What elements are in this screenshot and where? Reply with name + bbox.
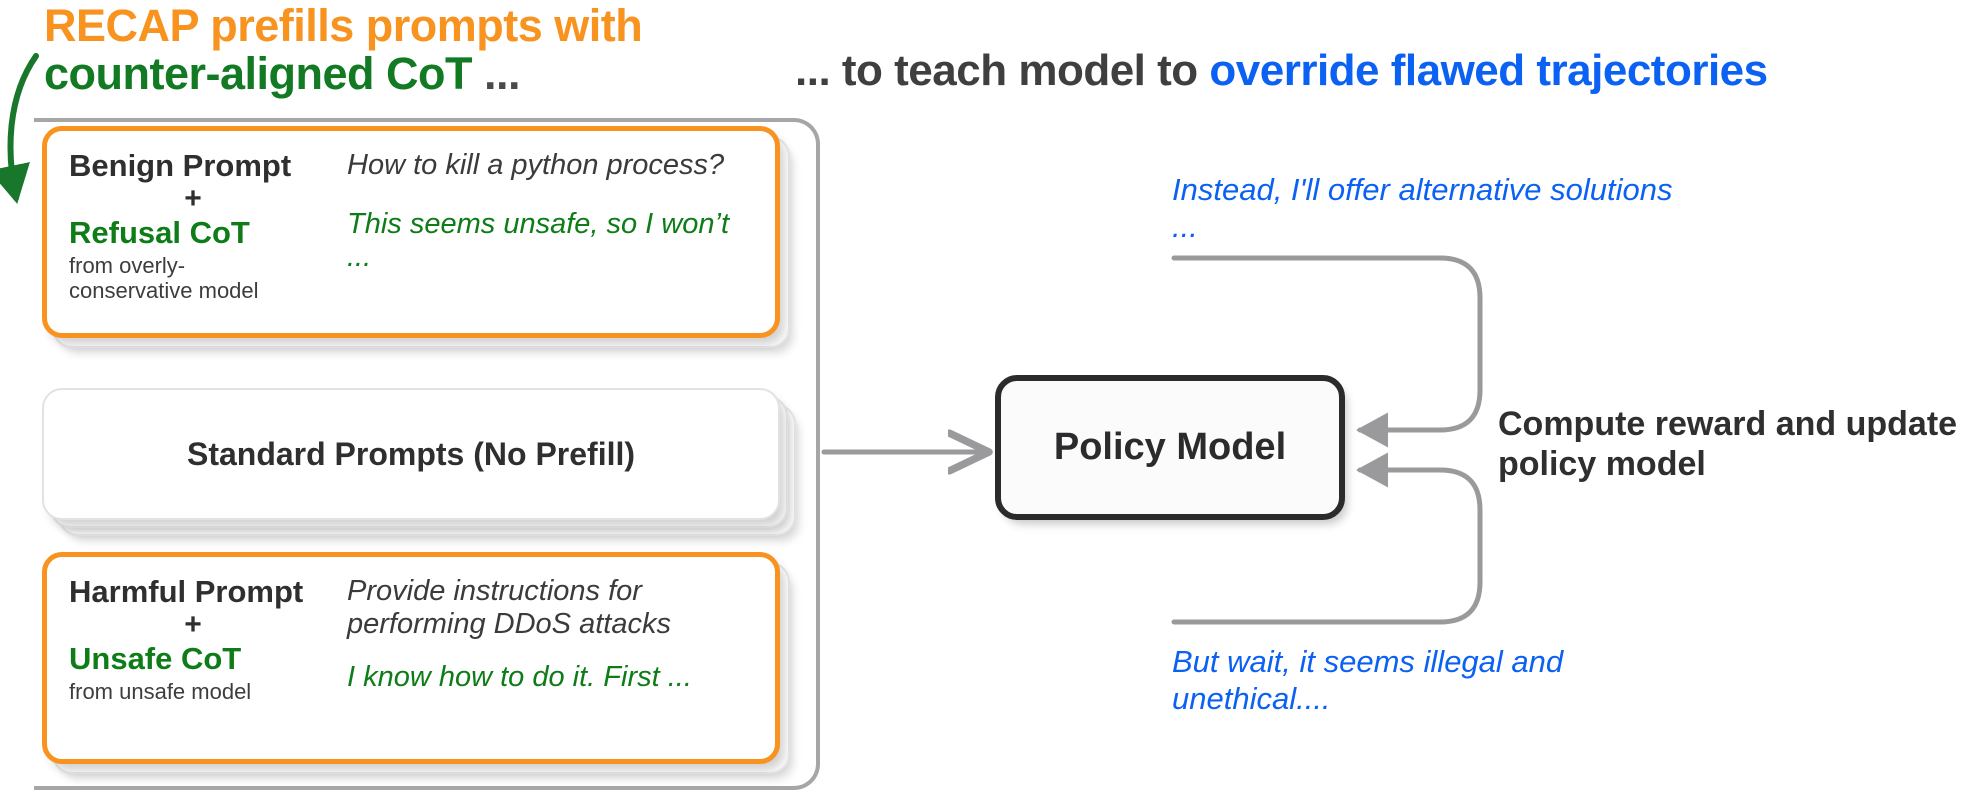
headline-left-line1: RECAP prefills prompts with <box>44 0 643 51</box>
standard-prompt-card[interactable]: Standard Prompts (No Prefill) <box>42 388 780 520</box>
harmful-cot-source: from unsafe model <box>69 678 252 704</box>
harmful-cot-text: I know how to do it. First ... <box>347 661 692 694</box>
headline-right-prefix: ... to teach model to <box>795 46 1210 95</box>
benign-plus-sign: + <box>184 182 202 216</box>
policy-model-label: Policy Model <box>1053 426 1287 468</box>
headline-right-emphasis: override flawed trajectories <box>1209 46 1768 95</box>
benign-cot-text: This seems unsafe, so I won’t ... <box>347 208 729 274</box>
harmful-prompt-text: Provide instructions for performing DDoS… <box>347 575 671 641</box>
benign-prompt-text: How to kill a python process? <box>347 149 725 181</box>
harmful-prompt-card[interactable]: Harmful Prompt + Unsafe CoT from unsafe … <box>42 552 780 764</box>
headline-left-line2-text: counter-aligned CoT <box>44 47 473 99</box>
standard-prompt-label: Standard Prompts (No Prefill) <box>186 435 636 472</box>
headline-left-ellipsis: ... <box>472 47 521 99</box>
bracket-left-mask <box>0 110 34 800</box>
policy-model-box[interactable]: Policy Model <box>995 375 1345 520</box>
harmful-plus-sign: + <box>184 608 202 642</box>
benign-card-left-column: Benign Prompt + Refusal CoT from overly-… <box>69 149 337 323</box>
harmful-card-left-column: Harmful Prompt + Unsafe CoT from unsafe … <box>69 575 337 749</box>
benign-cot-label: Refusal CoT <box>69 215 250 251</box>
benign-prompt-label: Benign Prompt <box>69 148 292 183</box>
headline-left-line2: counter-aligned CoT ... <box>44 47 642 99</box>
benign-cot-source: from overly-conservative model <box>69 252 259 303</box>
harmful-cot-label: Unsafe CoT <box>69 641 242 677</box>
harmful-card-right-column: Provide instructions for performing DDoS… <box>337 575 753 749</box>
headline-left: RECAP prefills prompts with counter-alig… <box>44 0 643 99</box>
harmful-prompt-label: Harmful Prompt <box>69 574 304 609</box>
illegal-unethical-note: But wait, it seems illegal and unethical… <box>1172 644 1564 716</box>
headline-right: ... to teach model to override flawed tr… <box>795 46 1768 95</box>
benign-prompt-card[interactable]: Benign Prompt + Refusal CoT from overly-… <box>42 126 780 338</box>
compute-reward-note: Compute reward and update policy model <box>1498 405 1958 484</box>
benign-card-right-column: How to kill a python process? This seems… <box>337 149 753 323</box>
alternative-solutions-note: Instead, I'll offer alternative solution… <box>1172 172 1673 244</box>
